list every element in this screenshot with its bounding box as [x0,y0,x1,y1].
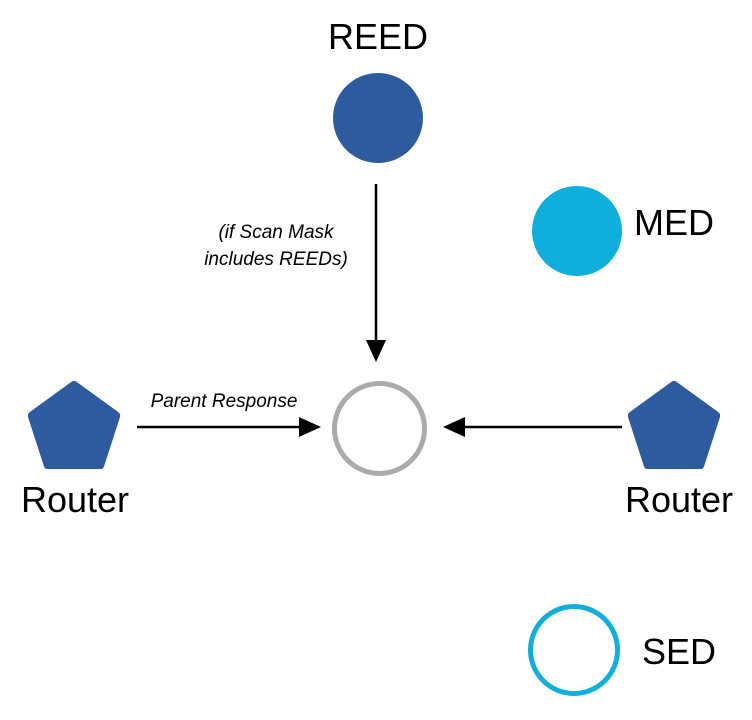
router-right-pentagon [628,381,720,469]
reed-node-circle [333,73,423,163]
arrow-router-left-to-center [137,417,321,437]
router-right-pentagon-shape [628,381,720,469]
router-left-pentagon-shape [28,381,120,469]
arrow-reed-to-center [366,184,386,362]
sed-node-label: SED [642,631,717,672]
joiner-node-circle [332,381,427,476]
parent-response-label: Parent Response [150,391,298,412]
scan-mask-note-line2: includes REEDs) [204,249,348,270]
sed-node-circle [528,604,620,696]
router-left-label: Router [20,479,130,520]
arrow-reed-to-center-head [366,340,386,362]
router-left-pentagon [28,381,120,469]
med-node-label: MED [634,202,714,243]
med-node-circle [532,186,622,276]
scan-mask-note-line1: (if Scan Mask [218,222,334,243]
arrow-router-right-to-center-head [443,417,465,437]
router-right-label: Router [624,479,734,520]
arrow-router-right-to-center [443,417,622,437]
arrow-router-left-to-center-head [299,417,321,437]
reed-node-label: REED [327,16,429,57]
scan-mask-note: (if Scan Mask includes REEDs) [204,219,348,273]
